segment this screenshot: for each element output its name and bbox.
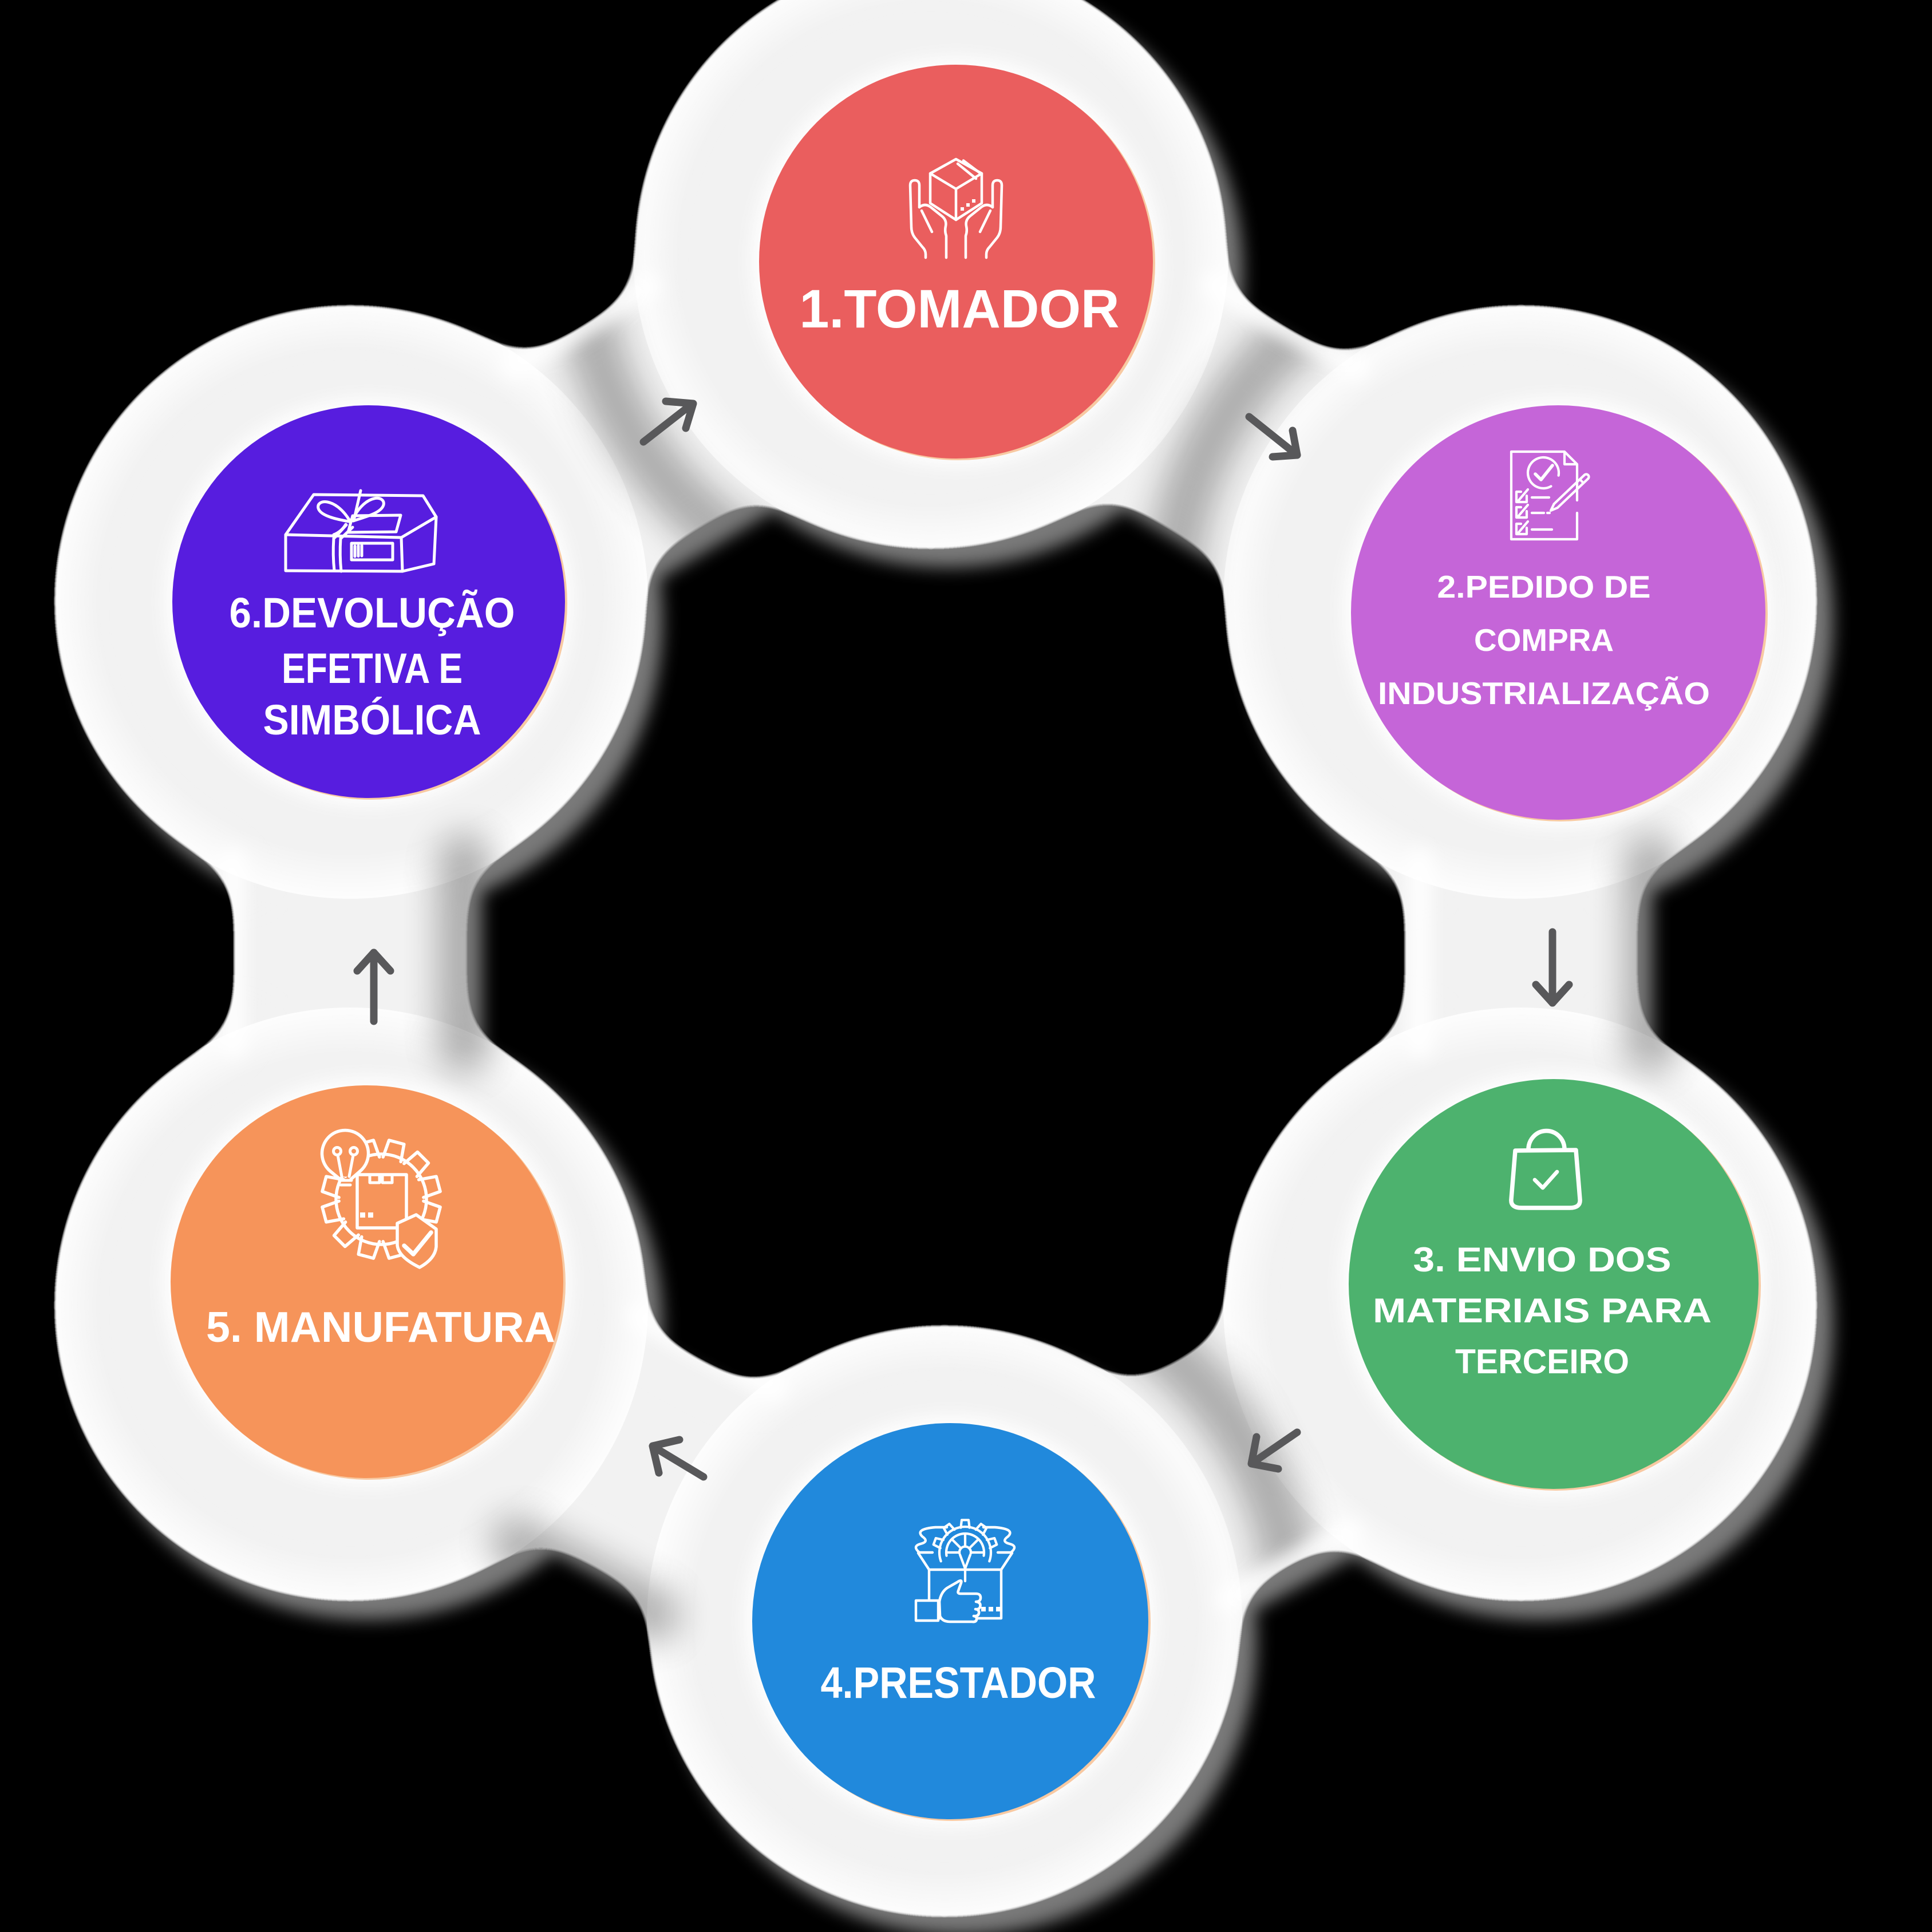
svg-text:EFETIVA E: EFETIVA E [282,645,463,692]
svg-text:SIMBÓLICA: SIMBÓLICA [263,696,481,744]
svg-text:1.TOMADOR: 1.TOMADOR [800,279,1120,339]
svg-text:TERCEIRO: TERCEIRO [1455,1342,1629,1381]
svg-text:2.PEDIDO DE: 2.PEDIDO DE [1437,569,1651,605]
svg-text:COMPRA: COMPRA [1474,622,1614,658]
svg-text:6.DEVOLUÇÃO: 6.DEVOLUÇÃO [230,589,515,637]
svg-text:3. ENVIO DOS: 3. ENVIO DOS [1413,1240,1672,1279]
svg-text:5. MANUFATURA: 5. MANUFATURA [206,1303,555,1351]
svg-text:4.PRESTADOR: 4.PRESTADOR [821,1658,1096,1708]
svg-text:MATERIAIS PARA: MATERIAIS PARA [1373,1291,1712,1330]
svg-text:INDUSTRIALIZAÇÃO: INDUSTRIALIZAÇÃO [1378,675,1710,711]
